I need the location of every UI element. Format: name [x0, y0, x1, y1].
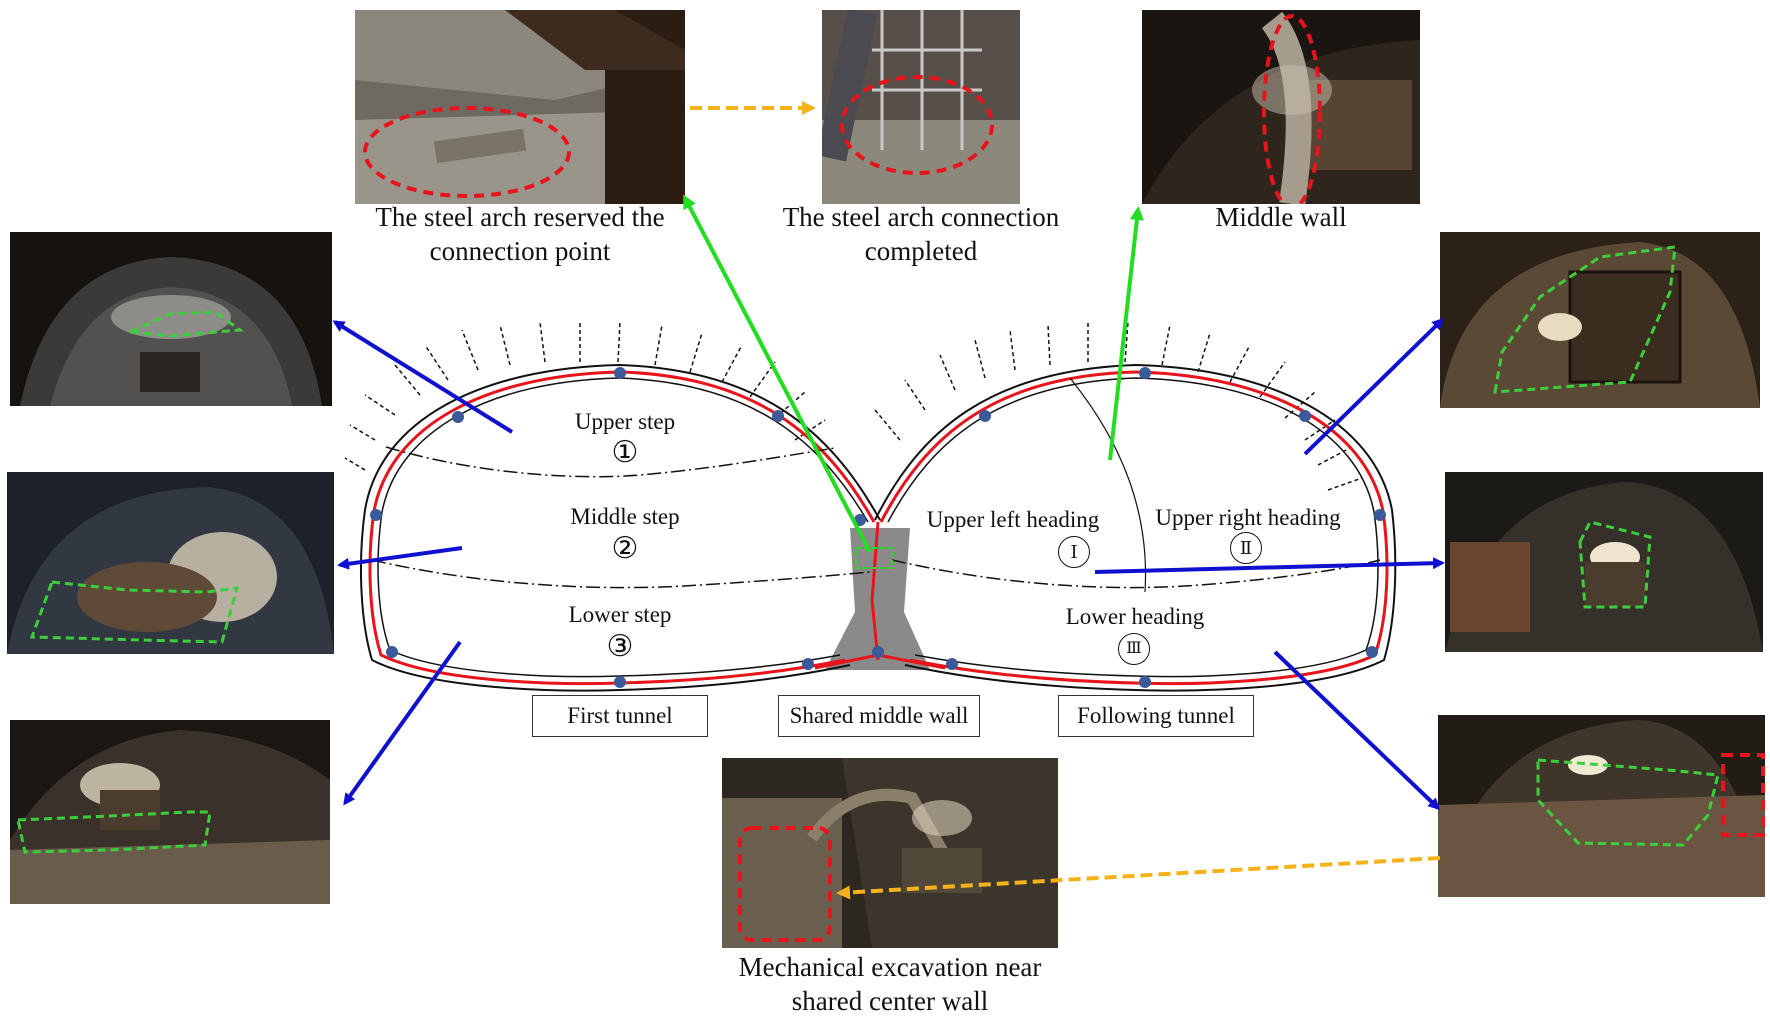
- num-upper-step: ①: [611, 436, 639, 469]
- caption-steel-arch-reserved: The steel arch reserved the connection p…: [375, 202, 665, 266]
- blue-arrows: [332, 317, 1445, 811]
- highlight-region-upper-step: [124, 310, 245, 338]
- label-upper-right-heading: Upper right heading: [1155, 505, 1341, 530]
- num-upper-right-text: Ⅱ: [1239, 538, 1253, 558]
- highlight-ellipse-completed: [840, 75, 994, 175]
- photo-lower-step: [10, 720, 330, 904]
- photo-steel-arch-reserved: [355, 10, 685, 204]
- shared-middle-wall-shape: [825, 528, 930, 670]
- label-shared-middle-wall: Shared middle wall: [778, 695, 980, 737]
- highlight-region-lower-heading: [1536, 758, 1720, 847]
- rock-bolts: [344, 321, 1363, 491]
- highlight-region-upper-right-heading: [1578, 520, 1652, 609]
- num-lower-text: Ⅲ: [1126, 640, 1142, 657]
- caption-middle-wall: Middle wall: [1215, 202, 1347, 232]
- label-lower-step: Lower step: [568, 602, 672, 627]
- photo-upper-right-heading: [1445, 472, 1763, 652]
- num-upper-left-heading: Ⅰ: [1058, 536, 1090, 568]
- label-upper-left-heading: Upper left heading: [926, 507, 1100, 532]
- photo-lower-heading: [1438, 715, 1765, 897]
- following-tunnel-lining: [879, 370, 1389, 686]
- first-tunnel-step-lines: [371, 446, 871, 589]
- highlight-region-lower-step: [16, 810, 212, 854]
- caption-steel-arch-completed: The steel arch connection completed: [782, 202, 1060, 266]
- following-tunnel-outline: [874, 363, 1397, 692]
- num-lower-step: ③: [606, 630, 634, 663]
- label-upper-step: Upper step: [574, 409, 676, 434]
- highlight-ellipse-reserved: [363, 106, 571, 198]
- orange-arrows: [690, 101, 1441, 900]
- photo-mechanical-excavation: [722, 758, 1058, 948]
- highlight-region-upper-left-heading: [1493, 245, 1677, 394]
- num-lower-heading: Ⅲ: [1118, 633, 1150, 665]
- label-first-tunnel: First tunnel: [532, 695, 708, 737]
- photo-steel-arch-completed: [822, 10, 1020, 204]
- num-upper-left-text: Ⅰ: [1070, 542, 1078, 562]
- label-middle-step: Middle step: [570, 504, 680, 529]
- highlight-ellipse-middle-wall: [1262, 14, 1322, 204]
- first-tunnel-lining: [368, 370, 876, 686]
- num-middle-step: ②: [611, 532, 639, 565]
- photo-upper-step: [10, 232, 332, 406]
- photo-upper-left-heading: [1440, 232, 1760, 408]
- highlight-box-lower-heading: [1721, 753, 1765, 837]
- photo-middle-step: [7, 472, 334, 654]
- first-tunnel-outline: [359, 363, 881, 692]
- highlight-box-mechanical: [738, 826, 832, 942]
- green-arrows: [683, 194, 1144, 553]
- caption-mechanical-excavation: Mechanical excavation near shared center…: [738, 952, 1042, 1016]
- label-following-tunnel: Following tunnel: [1058, 695, 1254, 737]
- photo-middle-wall: [1142, 10, 1420, 204]
- label-lower-heading: Lower heading: [1065, 604, 1205, 629]
- following-tunnel-heading-lines: [891, 377, 1381, 593]
- highlight-region-middle-step: [29, 580, 240, 644]
- num-upper-right-heading: Ⅱ: [1230, 532, 1262, 564]
